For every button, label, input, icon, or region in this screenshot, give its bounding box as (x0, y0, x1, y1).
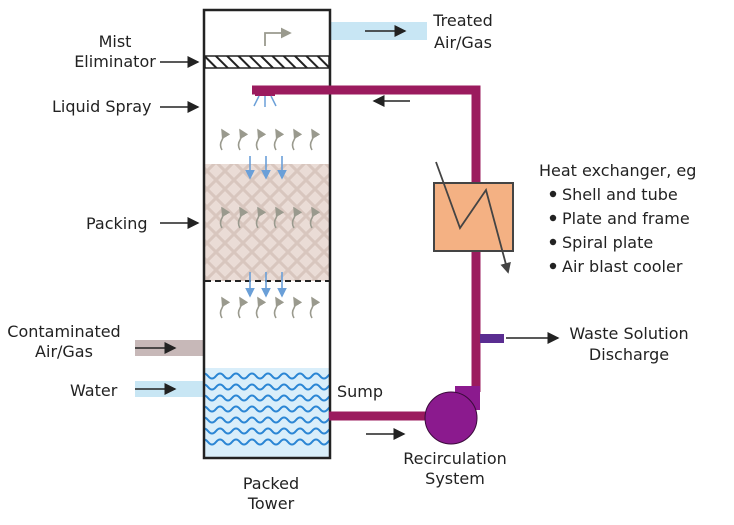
label-sump: Sump (337, 382, 383, 401)
label-recirculation-line1: Recirculation (403, 449, 507, 468)
label-waste-line1: Waste Solution (569, 324, 688, 343)
tower-shell (202, 8, 332, 460)
recirculation-pipe (252, 85, 481, 392)
spray-jets (253, 95, 277, 107)
label-mist-line2: Eliminator (74, 52, 156, 71)
label-treated-line2: Air/Gas (434, 33, 492, 52)
vapor-arrows (219, 128, 321, 319)
sump-water (205, 368, 329, 458)
heat-exchanger-bullets (549, 190, 557, 270)
heat-exchanger-item: Plate and frame (562, 209, 690, 228)
packing-bed (205, 164, 329, 281)
waste-discharge-pipe (480, 334, 504, 343)
label-treated-line1: Treated (432, 11, 493, 30)
label-recirculation-line2: System (425, 469, 485, 488)
recirculation-pump (424, 386, 480, 445)
label-pointers (160, 56, 200, 229)
label-contaminated-line2: Air/Gas (35, 342, 93, 361)
label-mist-line1: Mist (99, 32, 132, 51)
heat-exchanger-flow-line (435, 161, 511, 274)
heat-exchanger-item: Shell and tube (562, 185, 678, 204)
heat-exchanger-item: Spiral plate (562, 233, 653, 252)
label-packing: Packing (86, 214, 148, 233)
label-heat-exchanger: Heat exchanger, eg (539, 161, 696, 180)
mist-eliminator (204, 55, 330, 69)
label-liquid-spray: Liquid Spray (52, 97, 152, 116)
heat-exchanger (433, 182, 514, 252)
label-waste-line2: Discharge (589, 345, 669, 364)
heat-exchanger-item: Air blast cooler (562, 257, 683, 276)
label-packed-tower-line2: Tower (247, 494, 295, 513)
drop-arrows (245, 156, 287, 298)
gas-turn-arrow (264, 27, 292, 46)
spray-nozzle (255, 86, 275, 96)
label-packed-tower-line1: Packed (243, 474, 299, 493)
label-water: Water (70, 381, 118, 400)
label-contaminated-line1: Contaminated (7, 322, 120, 341)
